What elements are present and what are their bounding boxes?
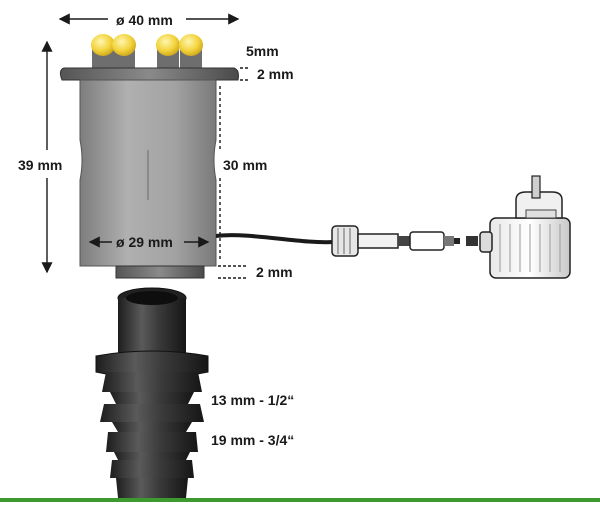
dim-led-height: 5mm xyxy=(246,43,279,59)
hose-adapter xyxy=(95,287,209,498)
dim-base-thickness: 2 mm xyxy=(256,264,293,280)
led-group xyxy=(91,34,203,68)
top-flange xyxy=(59,67,239,81)
hose-size-large: 19 mm - 3/4“ xyxy=(211,432,295,448)
dimension-lines xyxy=(41,13,250,279)
led-4 xyxy=(179,34,203,56)
dim-total-height: 39 mm xyxy=(18,157,63,173)
dim-body-height: 30 mm xyxy=(223,157,268,173)
lamp-base xyxy=(115,265,205,279)
led-2 xyxy=(112,34,136,56)
bottom-accent-bar xyxy=(0,498,600,502)
power-adapter xyxy=(479,175,571,279)
cable xyxy=(215,233,335,245)
cable-connector xyxy=(331,225,478,257)
led-3 xyxy=(156,34,180,56)
dim-top-width: ø 40 mm xyxy=(116,12,173,28)
hose-size-small: 13 mm - 1/2“ xyxy=(211,392,295,408)
dim-flange-thickness: 2 mm xyxy=(257,66,294,82)
dim-body-diameter: ø 29 mm xyxy=(116,234,173,250)
led-1 xyxy=(91,34,115,56)
